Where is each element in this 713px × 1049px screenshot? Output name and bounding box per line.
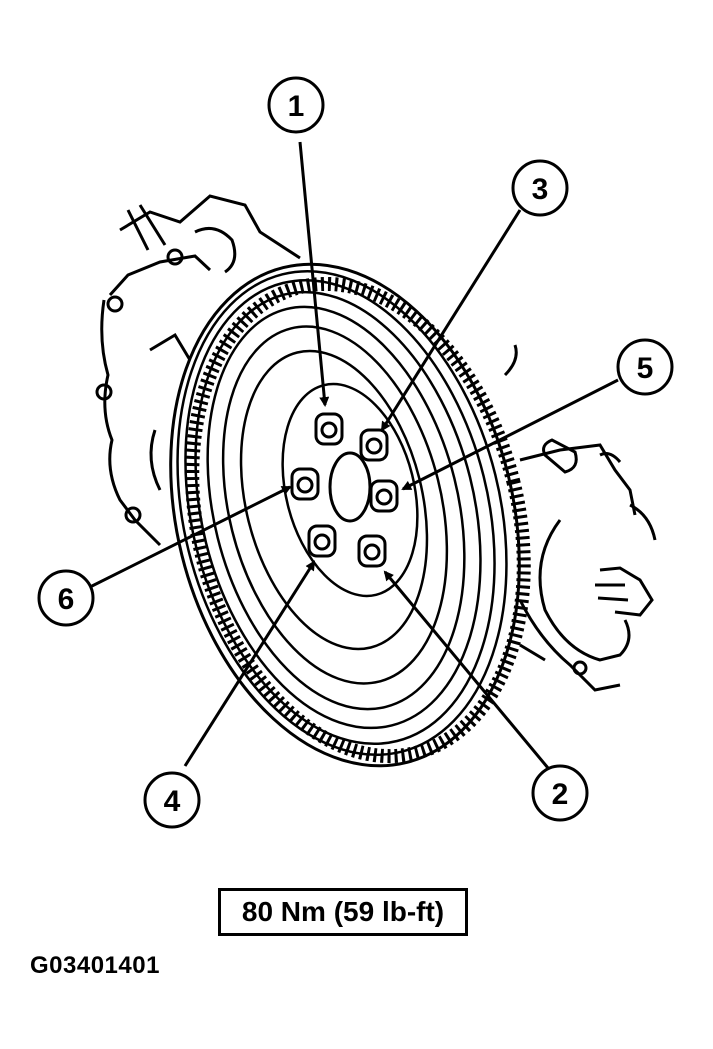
right-bracket xyxy=(503,344,657,692)
flywheel xyxy=(169,262,521,768)
bolt-6 xyxy=(290,467,320,501)
callout-4: 4 xyxy=(143,771,201,829)
flywheel-bolts xyxy=(290,412,399,568)
figure-id: G03401401 xyxy=(30,952,160,979)
bolt-2 xyxy=(357,534,387,568)
ring-gear-teeth xyxy=(185,276,531,764)
callout-6: 6 xyxy=(37,569,95,627)
callout-3: 3 xyxy=(511,159,569,217)
engine-housing xyxy=(95,194,301,547)
bolt-4 xyxy=(307,524,337,558)
bolt-1 xyxy=(314,412,344,446)
callout-6-label: 6 xyxy=(58,583,75,616)
leader-lines xyxy=(87,141,619,769)
callout-4-label: 4 xyxy=(164,785,181,818)
callout-5: 5 xyxy=(616,338,674,396)
callout-2-label: 2 xyxy=(552,778,569,811)
bolt-5 xyxy=(369,479,399,513)
callout-5-label: 5 xyxy=(637,352,654,385)
torque-specification: 80 Nm (59 lb-ft) xyxy=(218,888,468,936)
bolt-3 xyxy=(359,428,389,462)
callout-1-label: 1 xyxy=(288,90,305,123)
callout-1: 1 xyxy=(267,76,325,134)
callout-3-label: 3 xyxy=(532,173,549,206)
callout-2: 2 xyxy=(531,764,589,822)
